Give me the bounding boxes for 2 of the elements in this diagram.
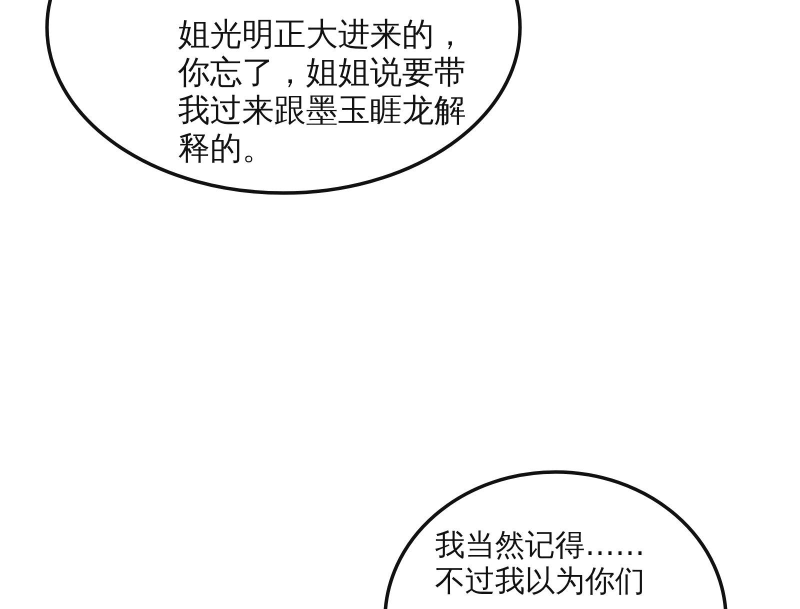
dialogue-text: 我当然记得……不过我以为你们 (435, 528, 646, 600)
dialogue-text: 姐光明正大进来的，你忘了，姐姐说要带我过来跟墨玉睚龙解释的。 (178, 15, 467, 167)
